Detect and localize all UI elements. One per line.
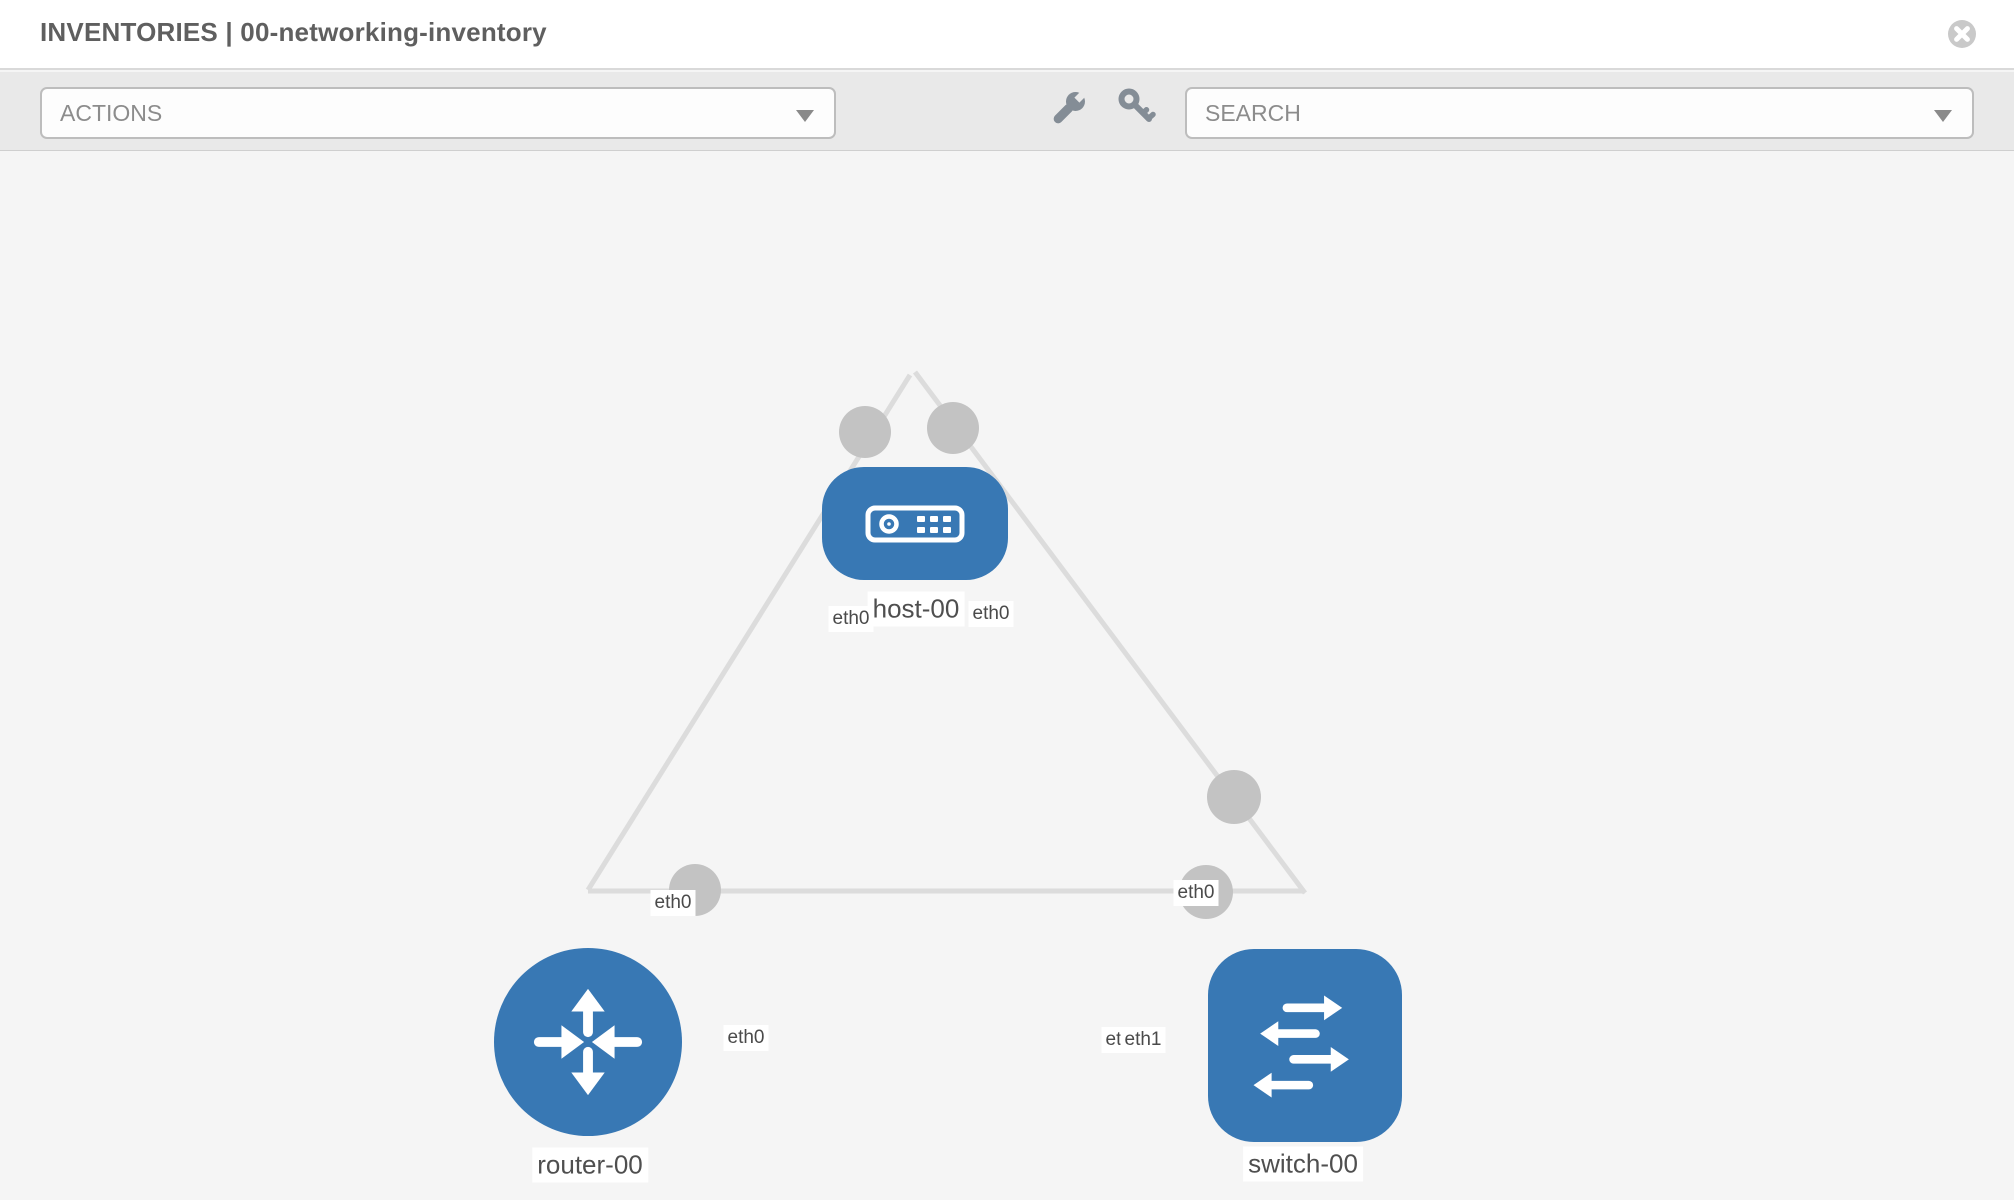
- topology-canvas[interactable]: host-00 router-00 switch-00 eth0 eth0 et…: [0, 152, 2014, 1200]
- iflabel-router-right: eth0: [723, 1025, 769, 1051]
- chevron-down-icon: [796, 110, 814, 122]
- iflabel-host-left: eth0: [828, 606, 874, 632]
- chevron-down-icon: [1934, 110, 1952, 122]
- switch-icon: [1253, 994, 1349, 1098]
- topology-links-layer: [585, 370, 1308, 919]
- search-dropdown[interactable]: SEARCH: [1185, 87, 1974, 139]
- host-icon: [865, 505, 965, 542]
- tools-button[interactable]: [1046, 86, 1088, 139]
- actions-dropdown[interactable]: ACTIONS: [40, 87, 836, 139]
- iflabel-switch-top: eth0: [1173, 880, 1219, 906]
- router-icon: [533, 988, 643, 1096]
- iflabel-host-right: eth0: [968, 601, 1014, 627]
- link-host-router: [585, 373, 913, 892]
- node-switch[interactable]: [1208, 949, 1402, 1142]
- wrench-icon: [1053, 91, 1086, 124]
- toolbar: ACTIONS SEARC: [0, 72, 2014, 151]
- node-label-switch: switch-00: [1243, 1146, 1363, 1182]
- port-switch-eth0[interactable]: [1207, 770, 1261, 824]
- iflabel-switch-left: eth1: [1120, 1027, 1166, 1053]
- credentials-button[interactable]: [1115, 86, 1159, 137]
- port-host-eth0-left[interactable]: [839, 406, 891, 458]
- node-label-router: router-00: [532, 1147, 648, 1183]
- close-icon: [1948, 20, 1976, 48]
- search-dropdown-label: SEARCH: [1205, 99, 1301, 126]
- node-label-host: host-00: [867, 591, 965, 627]
- close-button[interactable]: [1947, 19, 1977, 49]
- port-host-eth0-right[interactable]: [927, 402, 979, 454]
- actions-dropdown-label: ACTIONS: [60, 99, 163, 126]
- node-router[interactable]: [494, 948, 682, 1136]
- header: INVENTORIES | 00-networking-inventory: [0, 0, 2014, 70]
- iflabel-router-top: eth0: [650, 890, 696, 916]
- page-title: INVENTORIES | 00-networking-inventory: [40, 17, 547, 47]
- node-host[interactable]: [822, 467, 1008, 580]
- key-icon: [1118, 88, 1156, 122]
